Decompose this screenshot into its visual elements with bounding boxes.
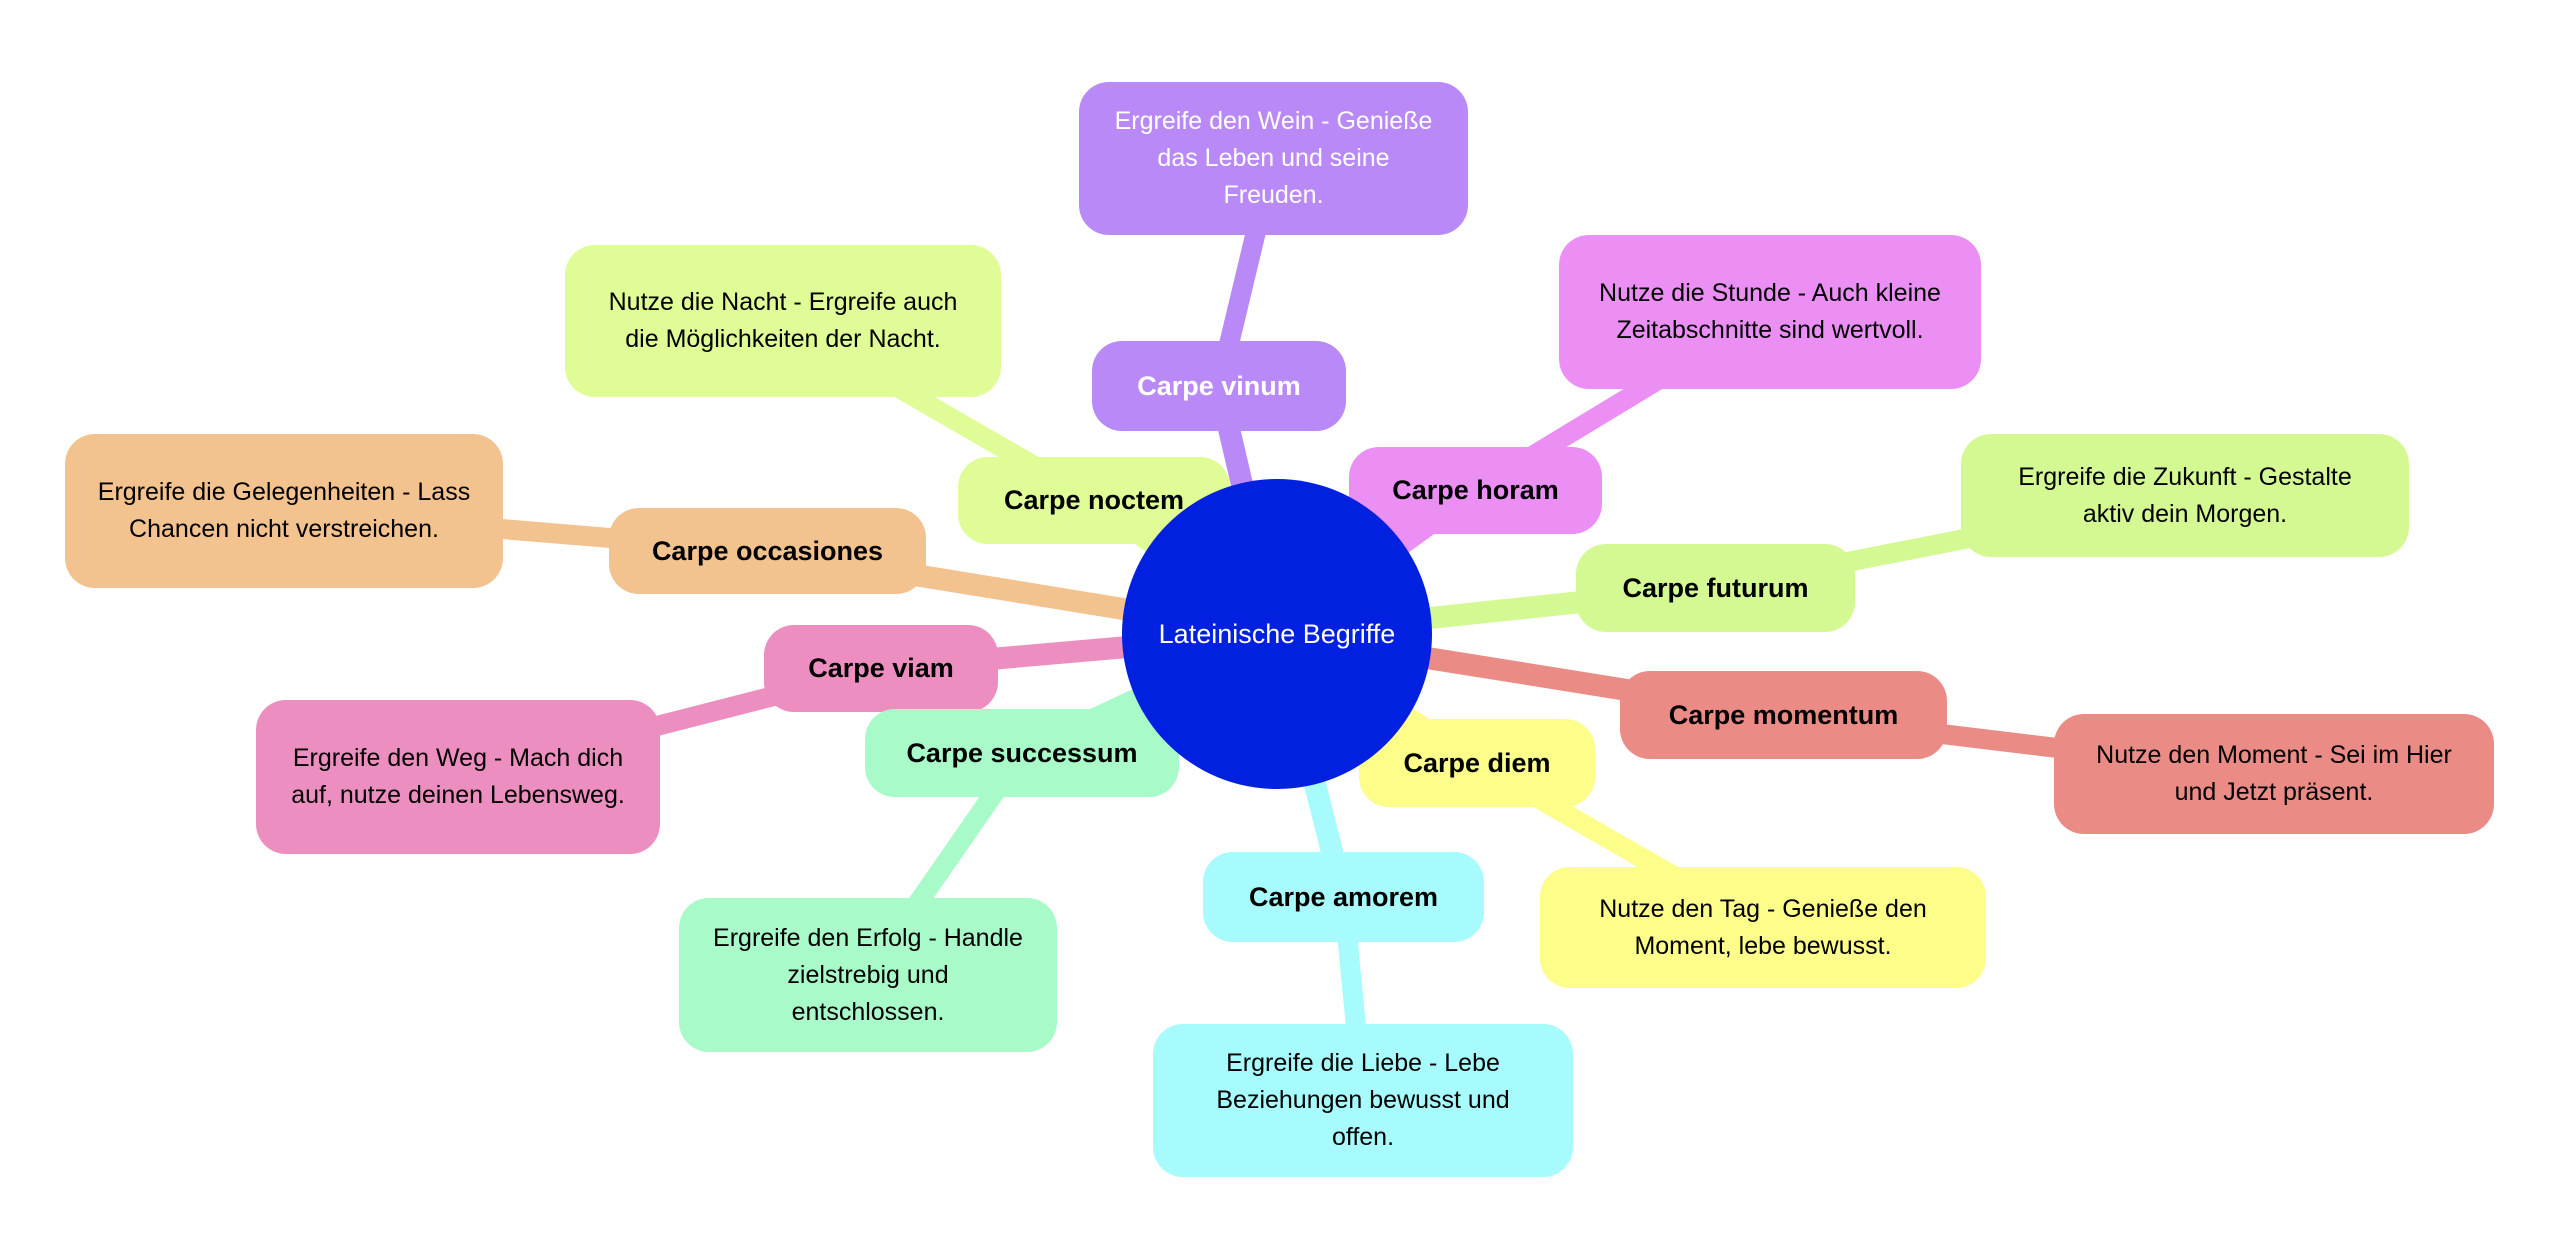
branch-carpe-vinum[interactable]: Carpe vinum — [1092, 341, 1346, 431]
branch-label: Carpe occasiones — [651, 535, 884, 566]
branch-label: Carpe noctem — [1003, 485, 1185, 515]
leaf-carpe-diem[interactable]: Nutze den Tag - Genieße den Moment, lebe… — [1540, 867, 1986, 988]
branch-label: Carpe momentum — [1668, 699, 1899, 730]
leaf-carpe-momentum[interactable]: Nutze den Moment - Sei im Hier und Jetzt… — [2054, 714, 2494, 834]
leaf-text: Ergreife die Liebe - Lebe Beziehungen be… — [1216, 1049, 1510, 1151]
leaf-carpe-futurum[interactable]: Ergreife die Zukunft - Gestalte aktiv de… — [1961, 434, 2409, 557]
branch-carpe-futurum[interactable]: Carpe futurum — [1576, 544, 1855, 632]
branch-carpe-viam[interactable]: Carpe viam — [764, 625, 998, 712]
branch-label: Carpe horam — [1392, 475, 1559, 505]
leaf-text: Ergreife den Wein - Genieße das Leben un… — [1114, 107, 1433, 209]
leaf-carpe-vinum[interactable]: Ergreife den Wein - Genieße das Leben un… — [1079, 82, 1468, 235]
leaf-text: Ergreife den Weg - Mach dich auf, nutze … — [291, 744, 625, 809]
branch-carpe-successum[interactable]: Carpe successum — [865, 709, 1179, 797]
leaf-text: Ergreife die Zukunft - Gestalte aktiv de… — [2018, 462, 2352, 528]
branch-label: Carpe successum — [906, 737, 1138, 768]
leaf-text: Nutze die Stunde - Auch kleine Zeitabsch… — [1599, 279, 1941, 344]
leaf-text: Ergreife den Erfolg - Handle zielstrebig… — [713, 923, 1023, 1026]
leaf-carpe-viam[interactable]: Ergreife den Weg - Mach dich auf, nutze … — [256, 700, 660, 854]
leaf-text: Nutze den Moment - Sei im Hier und Jetzt… — [2096, 741, 2452, 806]
branch-carpe-amorem[interactable]: Carpe amorem — [1203, 852, 1484, 942]
central-topic[interactable]: Lateinische Begriffe — [1122, 479, 1432, 789]
leaf-carpe-noctem[interactable]: Nutze die Nacht - Ergreife auch die Mögl… — [565, 245, 1001, 397]
leaf-carpe-occasiones[interactable]: Ergreife die Gelegenheiten - Lass Chance… — [65, 434, 503, 588]
branch-carpe-occasiones[interactable]: Carpe occasiones — [609, 508, 926, 594]
branch-label: Carpe viam — [808, 653, 954, 683]
branch-label: Carpe vinum — [1137, 370, 1301, 401]
leaf-carpe-successum[interactable]: Ergreife den Erfolg - Handle zielstrebig… — [679, 898, 1057, 1052]
central-topic-label: Lateinische Begriffe — [1158, 618, 1396, 649]
branch-carpe-momentum[interactable]: Carpe momentum — [1620, 671, 1947, 759]
leaf-carpe-horam[interactable]: Nutze die Stunde - Auch kleine Zeitabsch… — [1559, 235, 1981, 389]
branch-label: Carpe diem — [1403, 747, 1551, 778]
leaf-text: Nutze die Nacht - Ergreife auch die Mögl… — [608, 288, 958, 353]
leaf-text: Nutze den Tag - Genieße den Moment, lebe… — [1599, 894, 1927, 960]
branch-label: Carpe amorem — [1248, 881, 1439, 912]
branch-carpe-horam[interactable]: Carpe horam — [1349, 447, 1602, 534]
branch-label: Carpe futurum — [1622, 572, 1809, 603]
leaf-text: Ergreife die Gelegenheiten - Lass Chance… — [97, 478, 471, 543]
leaf-carpe-amorem[interactable]: Ergreife die Liebe - Lebe Beziehungen be… — [1153, 1024, 1573, 1177]
branch-carpe-diem[interactable]: Carpe diem — [1359, 719, 1595, 807]
